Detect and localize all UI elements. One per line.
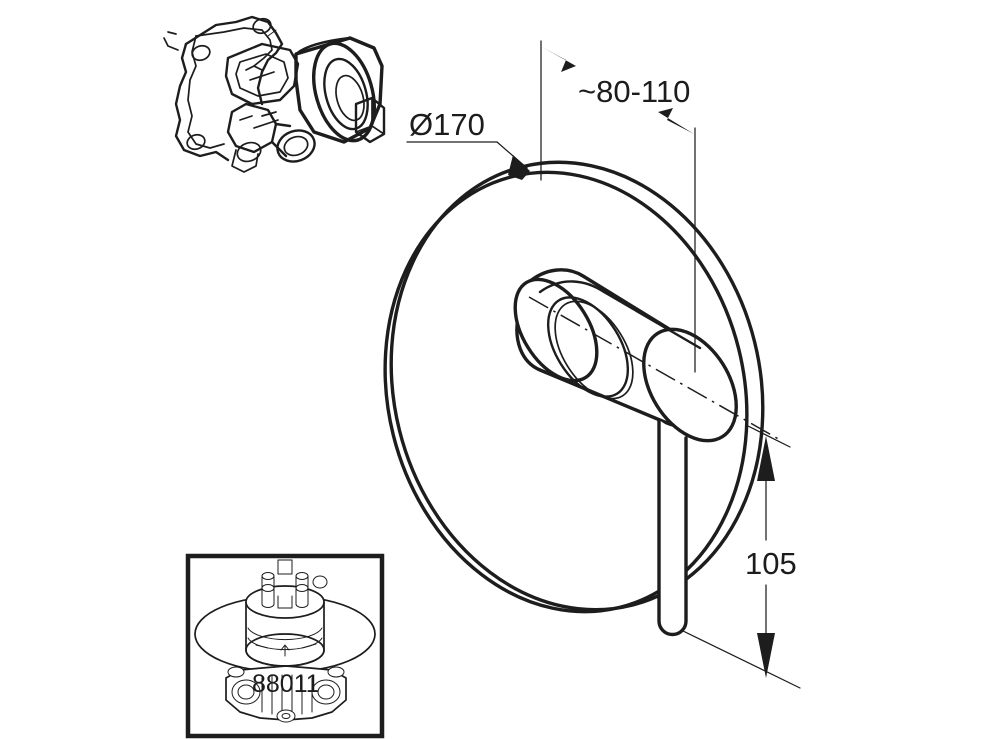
valve-inlet-connections — [226, 102, 316, 173]
inset-detail-box: 88011 — [185, 553, 385, 739]
dimension-projection-80-110: ~80-110 — [540, 40, 696, 373]
cartridge-manifold — [225, 665, 347, 723]
escutcheon-plate — [383, 160, 765, 614]
lever-height-label: 105 — [745, 546, 797, 581]
valve-spindle — [354, 96, 386, 144]
inset-part-number: 88011 — [252, 670, 320, 698]
cartridge-bolts — [261, 559, 328, 609]
lever-handle[interactable] — [657, 418, 688, 637]
dimension-diameter-170: Ø170 — [406, 107, 530, 180]
valve-body — [224, 36, 384, 144]
rough-in-valve-assembly — [163, 15, 386, 173]
dimension-lever-height-105: 105 — [680, 424, 801, 689]
axis-centerline — [528, 296, 783, 442]
diameter-label: Ø170 — [409, 107, 485, 142]
valve-mounting-bracket — [163, 15, 284, 162]
projection-label: ~80-110 — [578, 74, 690, 109]
